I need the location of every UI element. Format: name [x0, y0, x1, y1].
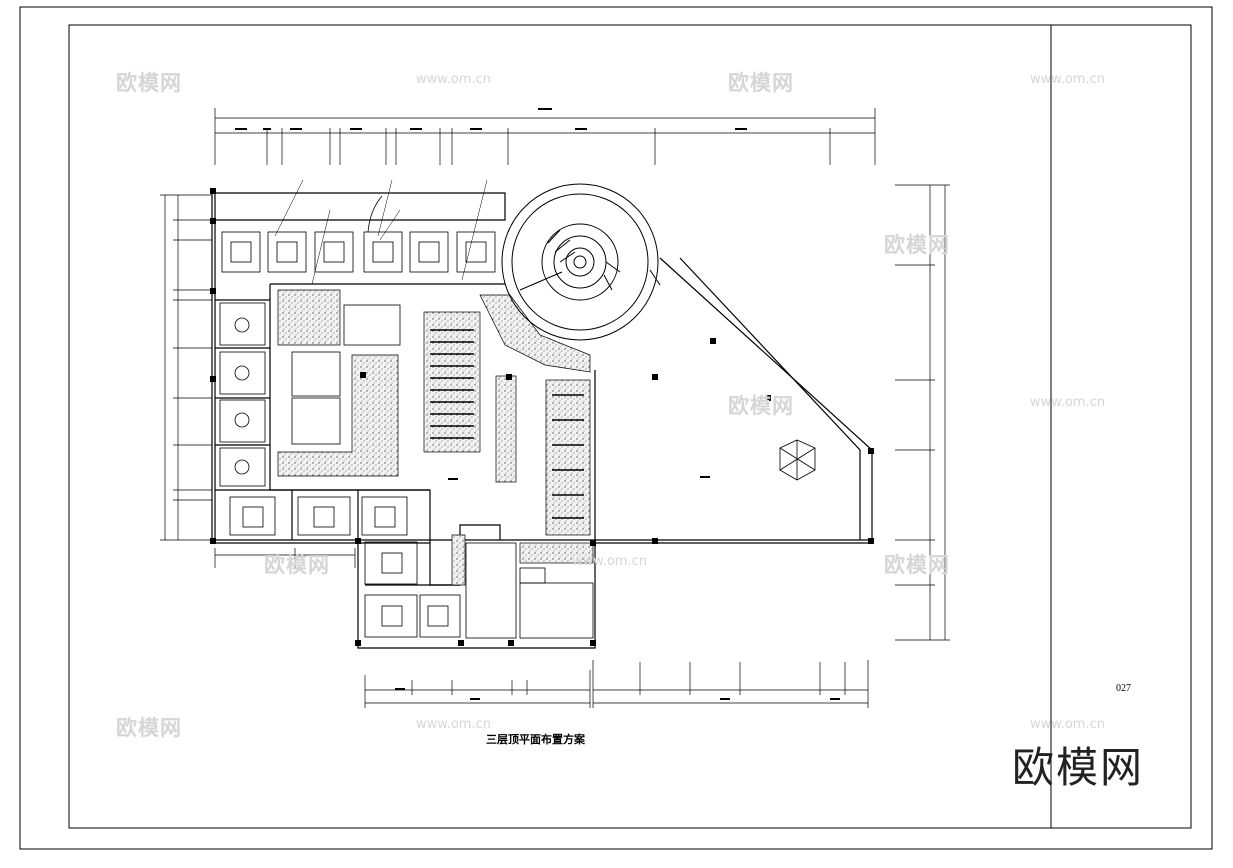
hatched-ceiling-areas — [277, 289, 594, 586]
top-ceiling-boxes — [221, 231, 496, 273]
structural-columns — [210, 188, 874, 646]
left-dimensions — [160, 194, 212, 541]
inner-border — [68, 24, 1192, 829]
outer-border — [19, 6, 1213, 850]
right-dimensions — [895, 184, 950, 641]
sheet-number: 027 — [1116, 683, 1131, 694]
circular-stair-tower — [501, 183, 661, 341]
bottom-ceiling-boxes — [229, 496, 461, 638]
drawing-title: 三层顶平面布置方案 — [486, 734, 585, 746]
top-dimensions — [214, 108, 876, 165]
dimension-marks — [235, 108, 840, 700]
central-light-strips — [430, 329, 584, 519]
bottom-dimensions — [214, 548, 869, 708]
interior-panels — [291, 304, 594, 639]
hexagon-feature — [779, 439, 816, 481]
left-ceiling-boxes — [219, 302, 266, 487]
corridor-arc — [367, 195, 383, 233]
leader-lines — [274, 179, 488, 285]
brand-logo: 欧模网 — [1012, 743, 1145, 792]
